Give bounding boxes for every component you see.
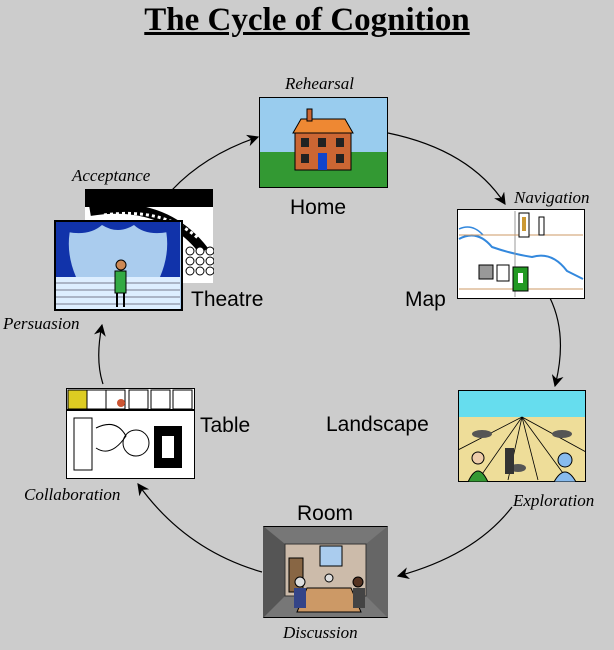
activity-label-discussion: Discussion <box>283 623 358 642</box>
arrow-theatre-to-home <box>171 134 260 191</box>
arrow-room-to-table <box>137 483 263 573</box>
activity-label-exploration: Exploration <box>513 491 595 510</box>
landscape-picture <box>458 390 586 482</box>
arrow-landscape-to-room <box>396 506 513 579</box>
theatre-picture <box>54 189 214 311</box>
arrow-table-to-theatre <box>94 323 106 385</box>
room-picture <box>263 526 388 618</box>
activity-label-acceptance: Acceptance <box>72 166 151 185</box>
arrow-home-to-map <box>387 132 506 206</box>
node-label-landscape: Landscape <box>326 413 429 436</box>
activity-label-persuasion: Persuasion <box>3 314 80 333</box>
diagram-title: The Cycle of Cognition <box>144 2 470 38</box>
node-label-room: Room <box>297 502 354 525</box>
node-label-map: Map <box>405 288 446 311</box>
node-label-theatre: Theatre <box>191 288 264 311</box>
map-picture <box>457 209 585 299</box>
arrow-map-to-landscape <box>549 297 564 388</box>
activity-label-navigation: Navigation <box>514 188 590 207</box>
node-label-table: Table <box>200 414 251 437</box>
table-picture <box>66 388 195 479</box>
home-picture <box>259 97 388 188</box>
activity-label-collaboration: Collaboration <box>24 485 121 504</box>
node-label-home: Home <box>290 196 347 219</box>
activity-label-rehearsal: Rehearsal <box>285 74 354 93</box>
